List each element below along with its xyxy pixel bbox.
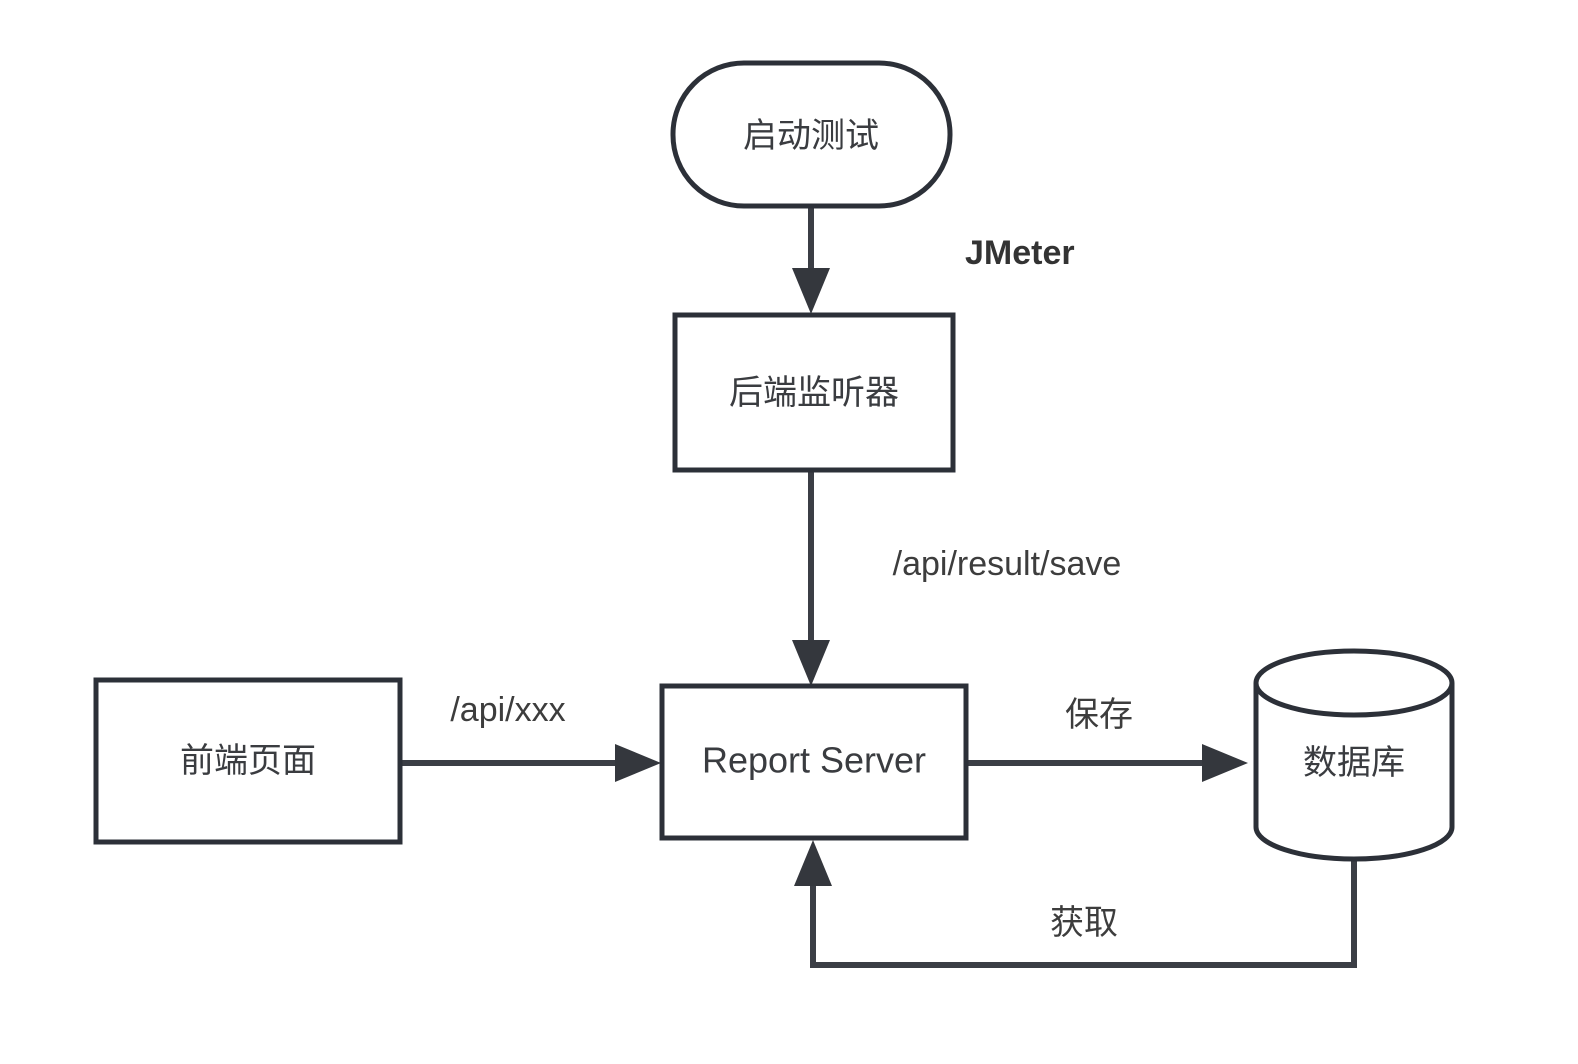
- node-report-server-label: Report Server: [702, 740, 926, 781]
- node-start-test[interactable]: 启动测试: [670, 60, 953, 209]
- node-backend-listener-shape: [672, 312, 956, 473]
- node-frontend-page-shape: [93, 677, 403, 845]
- edge-label-api-result-save: /api/result/save: [893, 545, 1122, 583]
- arrow-head-down-listener: [792, 268, 830, 314]
- edge-server-to-db: 保存: [966, 696, 1248, 782]
- node-backend-listener[interactable]: 后端监听器: [672, 312, 956, 473]
- edge-frontend-to-server: /api/xxx: [400, 691, 661, 782]
- node-database-label: 数据库: [1303, 744, 1405, 782]
- node-database-body: [1253, 648, 1455, 862]
- arrow-head-right-db: [1202, 744, 1248, 782]
- arrow-head-right-server: [615, 744, 661, 782]
- edge-line-db-to-server: [810, 856, 1357, 968]
- edge-db-to-server: 获取: [794, 840, 1357, 968]
- node-start-test-label: 启动测试: [743, 117, 879, 155]
- edge-label-api-xxx: /api/xxx: [450, 691, 565, 729]
- edge-listener-to-server: /api/result/save: [792, 470, 1121, 686]
- arrow-head-up-server: [794, 840, 832, 886]
- node-start-test-shape: [670, 60, 953, 209]
- group-label-jmeter: JMeter: [965, 234, 1075, 272]
- edge-start-to-listener: [792, 205, 830, 314]
- edge-label-fetch: 获取: [1050, 904, 1118, 942]
- node-frontend-page-label: 前端页面: [180, 742, 316, 780]
- node-database[interactable]: 数据库: [1253, 648, 1455, 862]
- node-database-top-ellipse: [1253, 682, 1455, 718]
- edge-label-save: 保存: [1065, 696, 1133, 734]
- node-backend-listener-label: 后端监听器: [729, 374, 899, 412]
- node-frontend-page[interactable]: 前端页面: [93, 677, 403, 845]
- node-report-server-shape: [659, 683, 969, 841]
- arrow-head-down-server: [792, 640, 830, 686]
- node-report-server[interactable]: Report Server: [659, 683, 969, 841]
